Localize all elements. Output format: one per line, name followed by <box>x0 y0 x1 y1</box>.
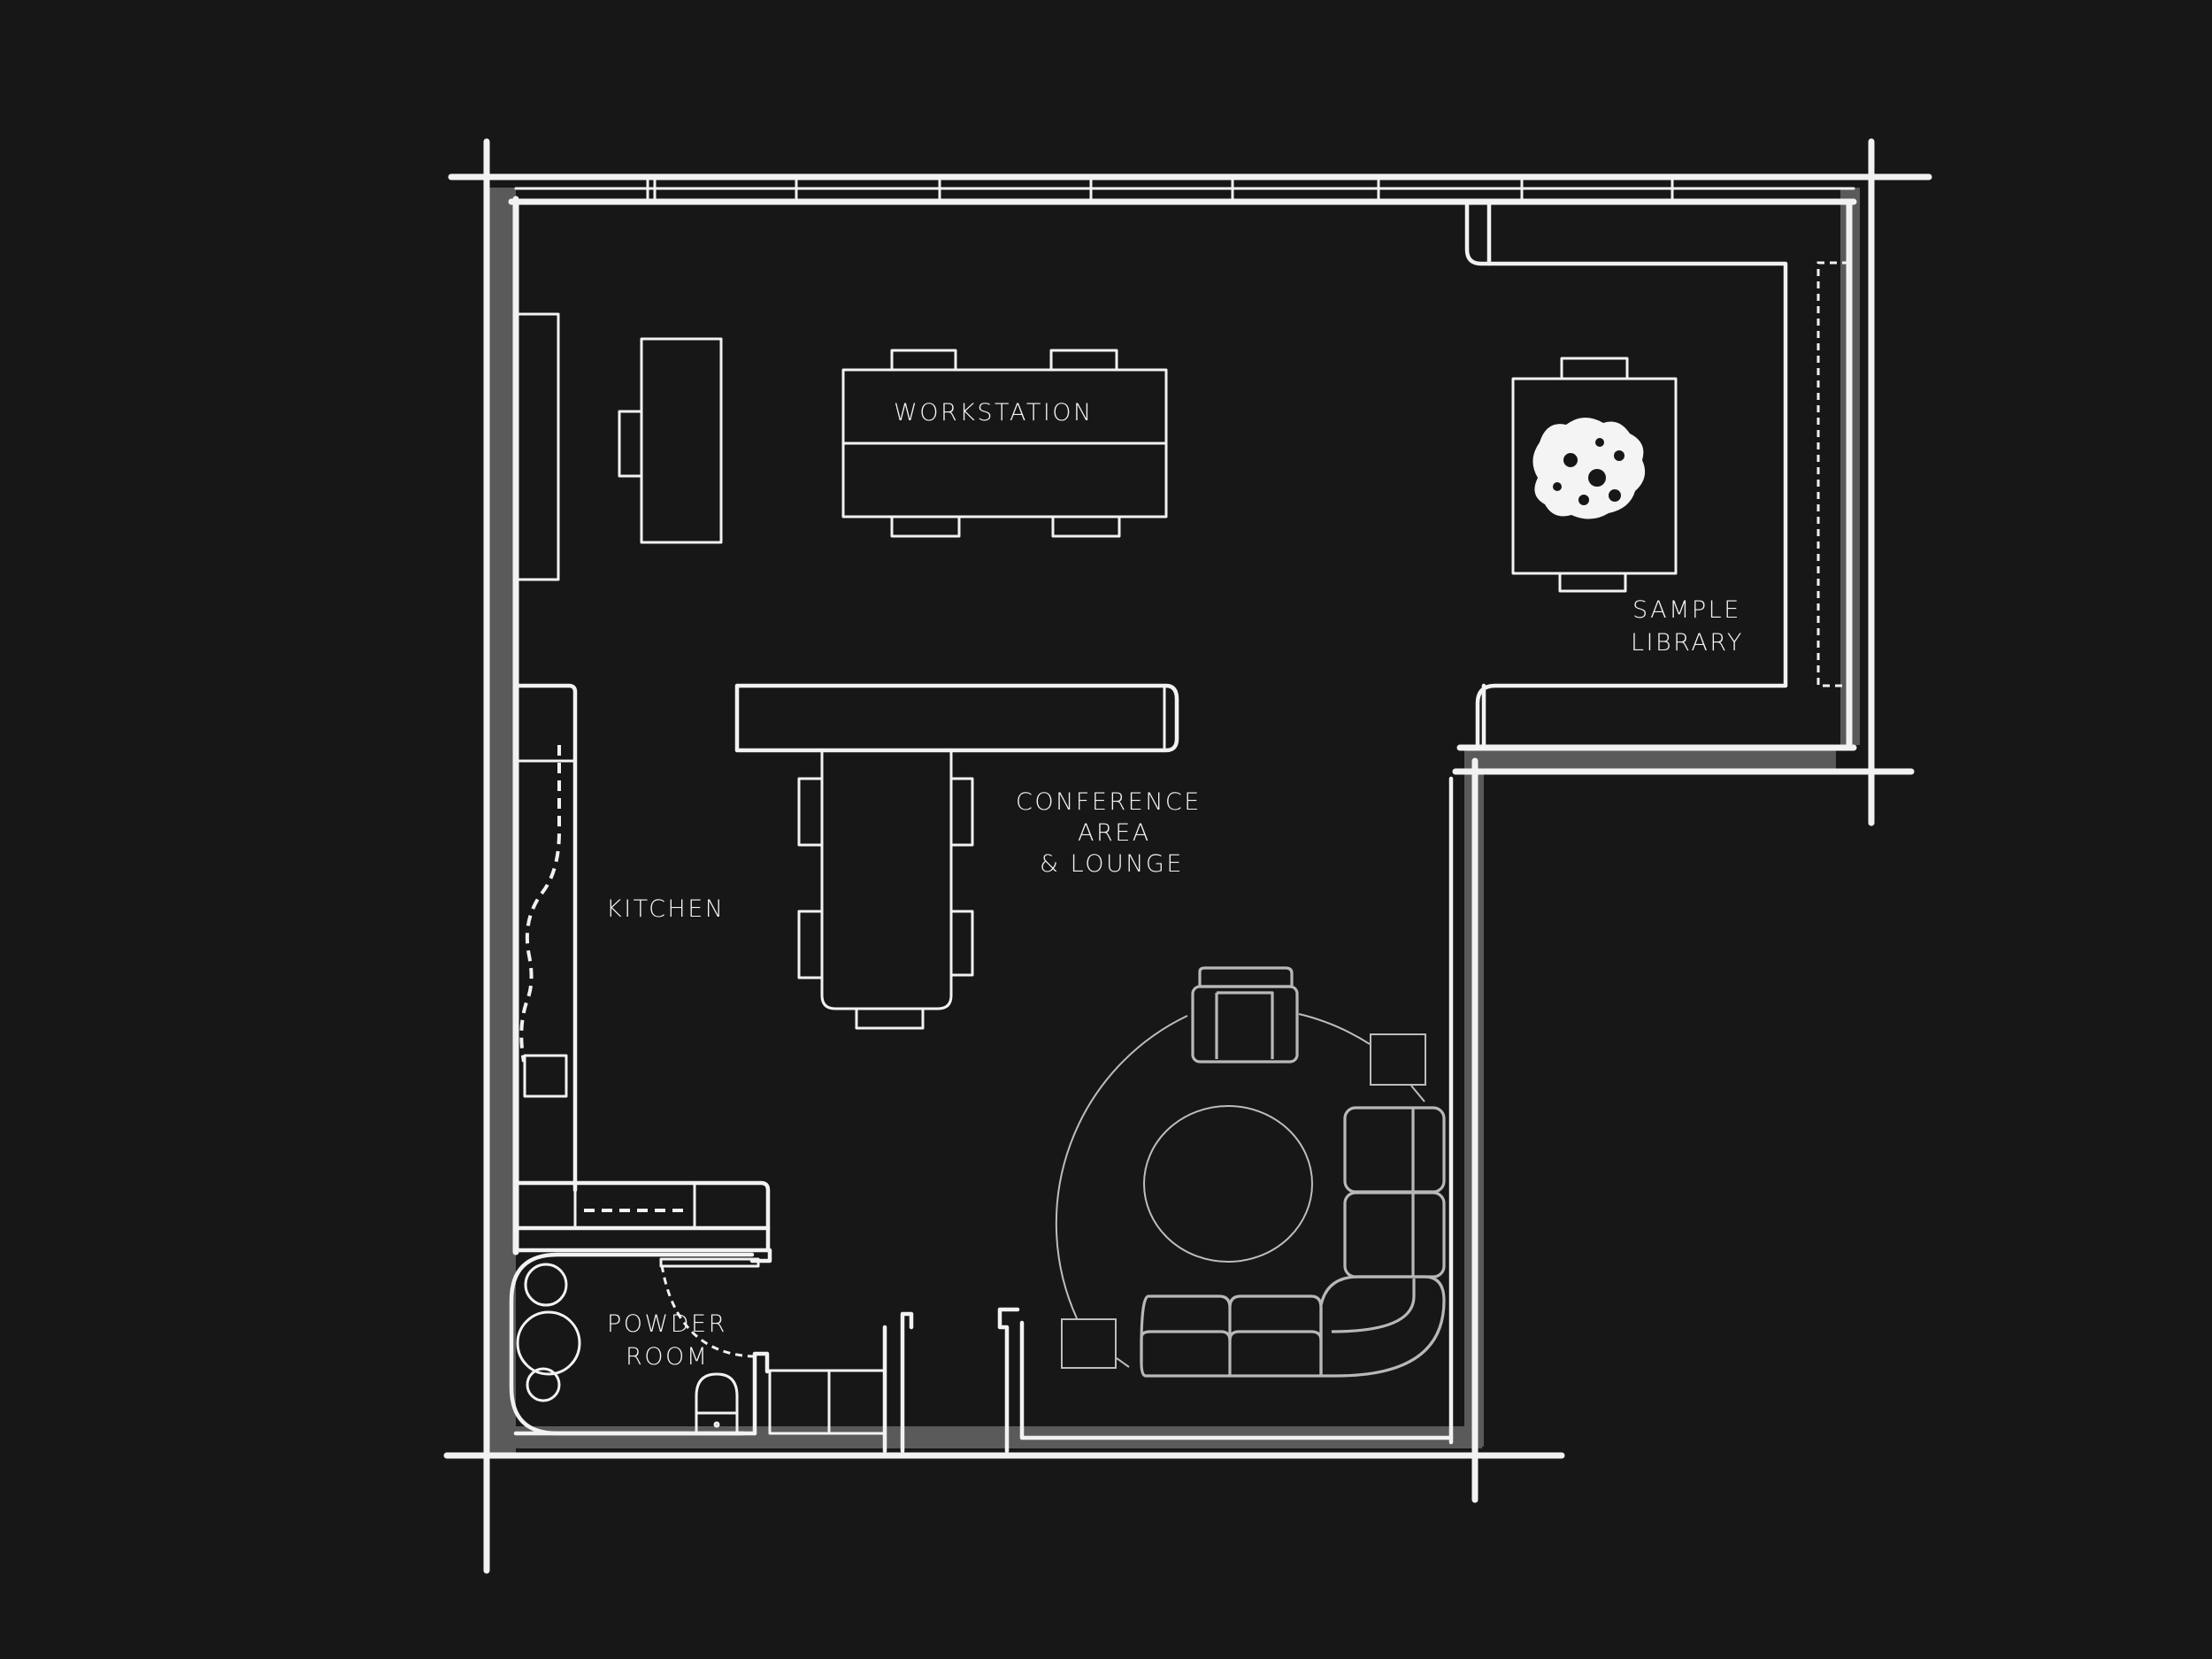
sample-library-room: SAMPLE LIBRARY <box>1464 199 1849 750</box>
room-label-powder-room-line2: ROOM <box>626 1343 710 1371</box>
door-leaf <box>659 1257 760 1268</box>
sectional-sofa <box>1140 1106 1446 1378</box>
room-label-powder-room: POWDER <box>607 1310 727 1338</box>
storage-cabinet <box>768 1369 887 1435</box>
conference-chair <box>855 1007 925 1030</box>
conference-chair <box>949 910 974 977</box>
room-label-sample-library: SAMPLE <box>1632 596 1741 624</box>
room-label-workstation: WORKSTATION <box>894 399 1094 426</box>
door-swing <box>660 1264 755 1358</box>
desk-chair <box>618 410 643 478</box>
toilet <box>695 1372 739 1434</box>
fixture-circle <box>516 1310 581 1376</box>
media-console <box>734 683 1179 753</box>
sliding-door-track <box>1816 261 1849 687</box>
side-table <box>1370 1033 1426 1086</box>
rug-edge <box>1055 1015 1188 1319</box>
conference-chair <box>797 777 824 847</box>
workstation-chair <box>890 515 961 538</box>
room-label-conference: CONFERENCE <box>1016 788 1202 816</box>
powder-room: POWDER ROOM <box>509 1252 887 1436</box>
conference-chair <box>797 910 824 979</box>
coffee-table <box>1143 1105 1313 1263</box>
library-chair <box>1558 572 1627 593</box>
workstation-area: WORKSTATION <box>514 312 1168 581</box>
side-table <box>1061 1318 1117 1369</box>
workstation-chair <box>1049 349 1118 372</box>
credenza <box>514 312 560 581</box>
library-chair <box>1560 357 1629 380</box>
exterior-walls <box>443 138 1932 1574</box>
workstation-chair <box>1051 515 1121 538</box>
workstation-chair <box>890 349 957 372</box>
dashed-counter-line <box>519 745 561 1063</box>
fixture-circle <box>526 1367 561 1402</box>
conference-area: CONFERENCE AREA & LOUNGE <box>734 683 1202 1030</box>
room-label-conference-line3: & LOUNGE <box>1040 850 1184 878</box>
lounge-area <box>1055 966 1446 1378</box>
conference-chair <box>949 777 974 847</box>
room-label-sample-library-line2: LIBRARY <box>1631 629 1744 657</box>
plant-icon <box>1532 417 1646 519</box>
kitchen-area: KITCHEN <box>513 683 772 1263</box>
room-label-kitchen: KITCHEN <box>606 895 726 923</box>
armchair <box>1191 966 1299 1064</box>
room-label-conference-line2: AREA <box>1078 819 1151 847</box>
fixture-circle <box>524 1263 568 1307</box>
sink <box>523 1054 568 1098</box>
